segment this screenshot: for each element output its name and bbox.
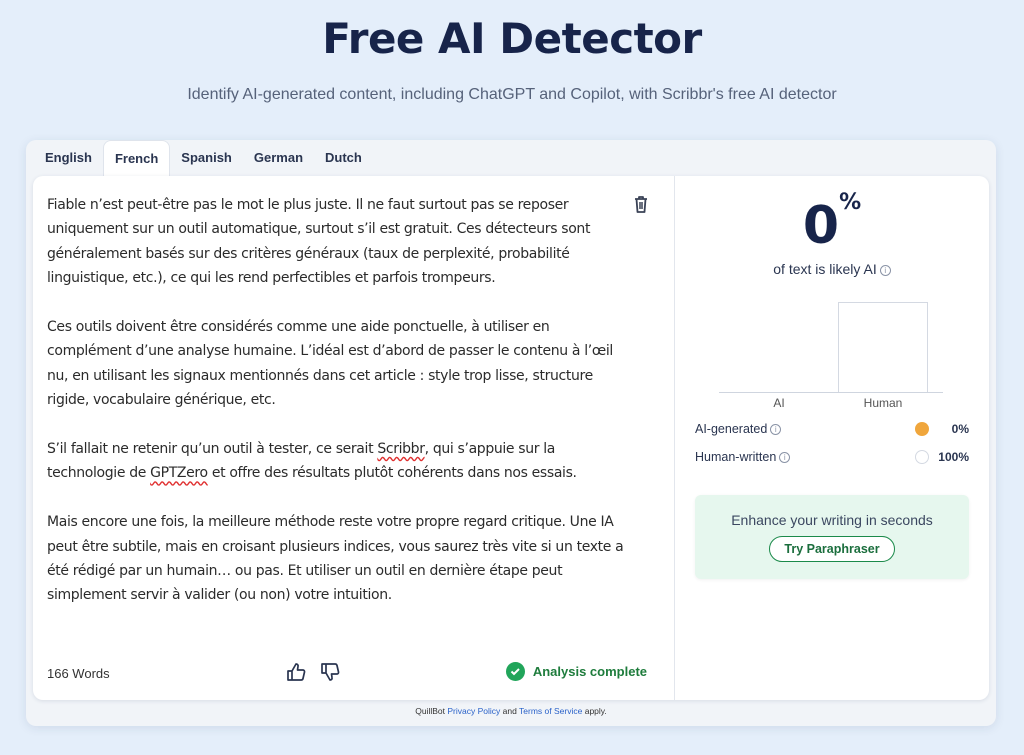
chart-baseline bbox=[719, 392, 943, 393]
likely-ai-text: of text is likely AI bbox=[773, 261, 877, 277]
analysis-status: Analysis complete bbox=[505, 662, 647, 681]
info-icon[interactable]: i bbox=[879, 265, 891, 276]
footer-legal: QuillBot Privacy Policy and Terms of Ser… bbox=[26, 706, 996, 716]
text-editor[interactable]: Fiable n’est peut-être pas le mot le plu… bbox=[33, 176, 675, 700]
status-label: Analysis complete bbox=[532, 664, 647, 679]
terms-of-service-link[interactable]: Terms of Service bbox=[519, 706, 583, 716]
info-icon[interactable]: i bbox=[779, 451, 791, 463]
paragraph-2: Ces outils doivent être considérés comme… bbox=[47, 319, 613, 409]
footer-suffix: apply. bbox=[584, 706, 607, 716]
word-count: 166 Words bbox=[47, 666, 110, 681]
human-written-label: Human-written bbox=[695, 450, 777, 464]
bar-label-human: Human bbox=[863, 396, 903, 410]
ai-generated-value: 0% bbox=[951, 422, 969, 436]
editor-content[interactable]: Fiable n’est peut-être pas le mot le plu… bbox=[47, 193, 632, 632]
human-color-dot bbox=[915, 450, 929, 464]
footer-prefix: QuillBot bbox=[415, 706, 445, 716]
paragraph-4: Mais encore une fois, la meilleure métho… bbox=[47, 514, 624, 604]
trash-icon[interactable] bbox=[632, 194, 650, 214]
detector-panel: Fiable n’est peut-être pas le mot le plu… bbox=[33, 176, 989, 700]
thumbs-down-icon[interactable] bbox=[319, 661, 341, 683]
paragraph-3-a: S’il fallait ne retenir qu’un outil à te… bbox=[47, 441, 378, 458]
footer-and: and bbox=[502, 706, 517, 716]
paraphraser-promo: Enhance your writing in seconds Try Para… bbox=[695, 495, 969, 579]
score-bar-chart: AI Human bbox=[719, 300, 945, 410]
tab-german[interactable]: German bbox=[253, 150, 304, 165]
page-title: Free AI Detector bbox=[322, 14, 702, 63]
bar-human bbox=[838, 302, 928, 392]
bar-label-ai: AI bbox=[773, 396, 785, 410]
language-tabs: English French Spanish German Dutch bbox=[34, 140, 373, 176]
percent-sign: % bbox=[839, 190, 862, 215]
paragraph-1: Fiable n’est peut-être pas le mot le plu… bbox=[47, 197, 591, 287]
ai-percentage: 0% bbox=[675, 190, 989, 256]
tab-french[interactable]: French bbox=[102, 140, 171, 176]
thumbs-up-icon[interactable] bbox=[285, 661, 307, 683]
percent-value: 0 bbox=[802, 196, 840, 256]
tab-dutch[interactable]: Dutch bbox=[325, 150, 362, 165]
paragraph-3-b: , qui s’appuie sur la technologie de bbox=[47, 441, 556, 482]
spellcheck-gptzero: GPTZero bbox=[150, 465, 208, 482]
tab-spanish[interactable]: Spanish bbox=[181, 150, 232, 165]
tab-english[interactable]: English bbox=[45, 150, 92, 165]
detector-card: English French Spanish German Dutch Fiab… bbox=[26, 140, 996, 726]
page-subtitle: Identify AI-generated content, including… bbox=[187, 86, 837, 103]
ai-generated-label: AI-generated bbox=[695, 422, 768, 436]
info-icon[interactable]: i bbox=[770, 423, 782, 435]
paragraph-3: S’il fallait ne retenir qu’un outil à te… bbox=[47, 437, 632, 486]
check-circle-icon bbox=[505, 662, 525, 681]
try-paraphraser-button[interactable]: Try Paraphraser bbox=[769, 536, 895, 562]
promo-text: Enhance your writing in seconds bbox=[731, 512, 933, 528]
ai-color-dot bbox=[915, 422, 929, 436]
spellcheck-scribbr: Scribbr bbox=[377, 441, 425, 458]
privacy-policy-link[interactable]: Privacy Policy bbox=[447, 706, 501, 716]
human-written-value: 100% bbox=[938, 450, 969, 464]
paragraph-3-c: et offre des résultats plutôt cohérents … bbox=[207, 465, 577, 482]
